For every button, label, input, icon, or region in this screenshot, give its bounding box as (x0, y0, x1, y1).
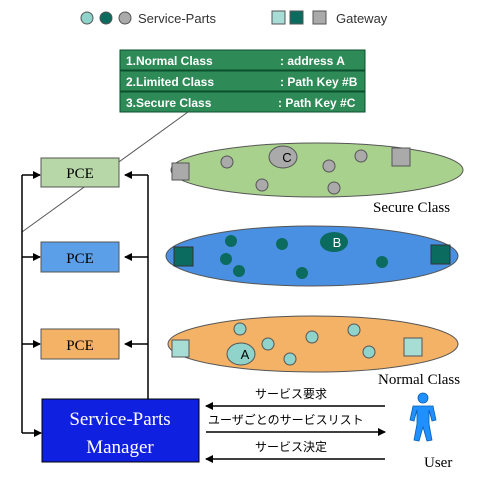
secure-gateway-left (171, 162, 190, 181)
normal-node-6 (362, 345, 376, 359)
class-row-3-value: : Path Key #C (278, 96, 356, 110)
secure-layer: C Secure Class (170, 142, 464, 216)
class-table: 1.Normal Class : address A 2.Limited Cla… (119, 49, 366, 113)
normal-badge (226, 342, 256, 366)
manager-box[interactable] (41, 398, 200, 463)
pce-middle-box[interactable] (40, 241, 120, 273)
message-decision-label: サービス決定 (255, 439, 327, 454)
manager-label-line2: Manager (86, 437, 154, 458)
pce-bottom-box[interactable] (40, 328, 120, 360)
limited-node-1 (225, 235, 237, 247)
pce-middle-label: PCE (66, 251, 94, 267)
user[interactable]: User (409, 392, 452, 471)
message-request-label: サービス要求 (255, 387, 327, 401)
pce-top-label: PCE (66, 166, 94, 182)
secure-node-5 (354, 149, 368, 163)
pce-bottom[interactable]: PCE (40, 328, 120, 360)
limited-node-3 (233, 265, 245, 277)
user-icon[interactable] (409, 392, 437, 442)
class-row-3-name: 3.Secure Class (126, 96, 212, 110)
message-list-label: ユーザごとのサービスリスト (208, 412, 364, 427)
normal-node-4 (305, 330, 319, 344)
normal-layer-label: Normal Class (378, 372, 460, 388)
limited-layer: B (165, 225, 459, 287)
normal-node-5 (347, 323, 361, 337)
pce-top[interactable]: PCE (40, 157, 120, 188)
secure-badge-label: C (282, 150, 291, 165)
user-label: User (424, 455, 452, 471)
service-part-icon-dark (99, 11, 113, 25)
gateway-icon-light (271, 10, 286, 25)
limited-badge (320, 232, 348, 252)
pce-middle[interactable]: PCE (40, 241, 120, 273)
legend-service-parts-label: Service-Parts (138, 11, 217, 26)
secure-gateway-right (391, 147, 411, 167)
secure-node-3 (322, 159, 336, 173)
normal-node-2 (261, 337, 275, 351)
normal-badge-label: A (241, 347, 250, 362)
normal-node-1 (233, 322, 247, 336)
message-flow: サービス要求 ユーザごとのサービスリスト サービス決定 (205, 387, 386, 463)
gateway-icon-dark (289, 10, 304, 25)
secure-node-1 (220, 155, 234, 169)
limited-node-6 (376, 256, 388, 268)
secure-layer-ellipse (170, 142, 464, 198)
class-row-2-value: : Path Key #B (280, 75, 358, 89)
service-part-icon-light (80, 11, 94, 25)
legend: Service-Parts Gateway (80, 10, 388, 26)
limited-badge-label: B (333, 235, 342, 250)
normal-node-3 (283, 352, 297, 366)
pce-top-box[interactable] (40, 157, 120, 188)
normal-gateway-left (171, 339, 190, 358)
pce-bottom-label: PCE (66, 338, 94, 354)
limited-gateway-right (430, 244, 451, 265)
limited-node-2 (220, 253, 232, 265)
limited-layer-ellipse (165, 225, 459, 287)
normal-layer: A Normal Class (167, 315, 460, 388)
limited-node-5 (296, 267, 308, 279)
class-row-1-value: : address A (280, 54, 345, 68)
secure-layer-label: Secure Class (373, 200, 450, 216)
limited-gateway-left (173, 246, 194, 267)
normal-gateway-right (403, 337, 423, 357)
manager-label-line1: Service-Parts (69, 409, 170, 430)
secure-badge (268, 145, 298, 169)
secure-node-2 (255, 178, 269, 192)
class-row-1 (119, 49, 366, 71)
class-row-3 (119, 91, 366, 113)
class-row-2 (119, 70, 366, 92)
service-parts-manager[interactable]: Service-Parts Manager (41, 398, 200, 463)
secure-node-4 (327, 181, 341, 195)
class-row-1-name: 1.Normal Class (126, 54, 213, 68)
service-part-icon-gray (118, 11, 132, 25)
class-row-2-name: 2.Limited Class (126, 75, 214, 89)
limited-node-4 (276, 238, 288, 250)
gateway-icon-gray (312, 10, 327, 25)
legend-gateway-label: Gateway (336, 11, 388, 26)
